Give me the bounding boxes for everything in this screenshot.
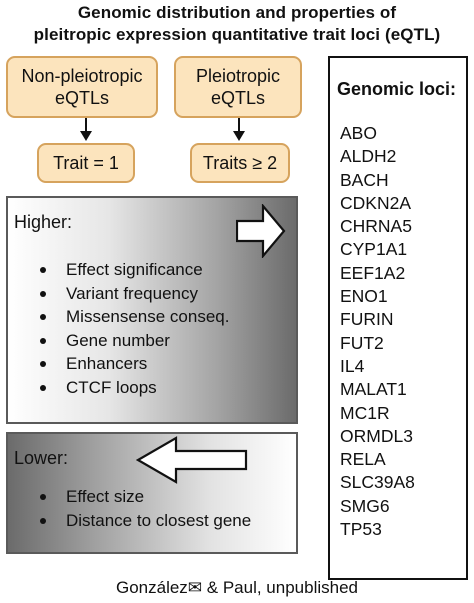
higher-list: Effect significance Variant frequency Mi… (40, 258, 229, 399)
locus-item: IL4 (340, 355, 365, 376)
locus-item: MALAT1 (340, 379, 407, 400)
lower-panel: Lower: Effect size Distance to closest g… (6, 432, 298, 554)
non-pleiotropic-label-line2: eQTLs (54, 88, 110, 108)
figure-title: Genomic distribution and properties of p… (0, 2, 474, 46)
locus-item: EEF1A2 (340, 262, 406, 283)
locus-item: ORMDL3 (340, 425, 413, 446)
down-arrow-icon (233, 118, 245, 141)
locus-item: SLC39A8 (340, 472, 415, 493)
list-item: Effect size (40, 485, 251, 509)
higher-heading: Higher: (14, 212, 73, 232)
list-item: Gene number (40, 329, 229, 353)
list-item: CTCF loops (40, 376, 229, 400)
list-item: Missensense conseq. (40, 305, 229, 329)
locus-item: SMG6 (340, 495, 390, 516)
lower-list: Effect size Distance to closest gene (40, 485, 251, 532)
traits-two-box: Traits ≥ 2 (190, 143, 290, 183)
locus-item: ALDH2 (340, 146, 397, 167)
list-item: Effect significance (40, 258, 229, 282)
genomic-loci-heading: Genomic loci: (337, 79, 457, 99)
locus-item: FUT2 (340, 332, 384, 353)
list-item: Distance to closest gene (40, 509, 251, 533)
left-arrow-icon (136, 436, 248, 484)
locus-item: TP53 (340, 519, 382, 540)
trait-one-label: Trait = 1 (53, 152, 119, 173)
right-arrow-icon (236, 204, 286, 258)
title-line-1: Genomic distribution and properties of (77, 3, 397, 22)
locus-item: ABO (340, 123, 377, 143)
genomic-loci-list: ABO ALDH2 BACH CDKN2A CHRNA5 CYP1A1 EEF1… (340, 122, 415, 541)
locus-item: CYP1A1 (340, 239, 408, 260)
non-pleiotropic-box: Non-pleiotropic eQTLs (6, 56, 158, 118)
non-pleiotropic-label-line1: Non-pleiotropic (21, 66, 143, 86)
list-item: Variant frequency (40, 282, 229, 306)
locus-item: FURIN (340, 309, 394, 330)
pleiotropic-box: Pleiotropic eQTLs (174, 56, 302, 118)
traits-two-label: Traits ≥ 2 (202, 152, 278, 173)
down-arrow-icon (80, 118, 92, 141)
locus-item: CHRNA5 (340, 216, 412, 237)
pleiotropic-label-line2: eQTLs (210, 88, 266, 108)
list-item: Enhancers (40, 352, 229, 376)
lower-heading: Lower: (14, 448, 69, 468)
trait-one-box: Trait = 1 (37, 143, 135, 183)
higher-panel: Higher: Effect significance Variant freq… (6, 196, 298, 424)
locus-item: RELA (340, 449, 386, 470)
attribution-footer: González✉ & Paul, unpublished (115, 578, 358, 597)
locus-item: ENO1 (340, 286, 388, 307)
genomic-loci-box: Genomic loci: ABO ALDH2 BACH CDKN2A CHRN… (328, 56, 468, 580)
locus-item: MC1R (340, 402, 390, 423)
title-line-2: pleitropic expression quantitative trait… (33, 25, 441, 44)
pleiotropic-label-line1: Pleiotropic (195, 66, 281, 86)
locus-item: BACH (340, 169, 389, 190)
locus-item: CDKN2A (340, 192, 411, 213)
